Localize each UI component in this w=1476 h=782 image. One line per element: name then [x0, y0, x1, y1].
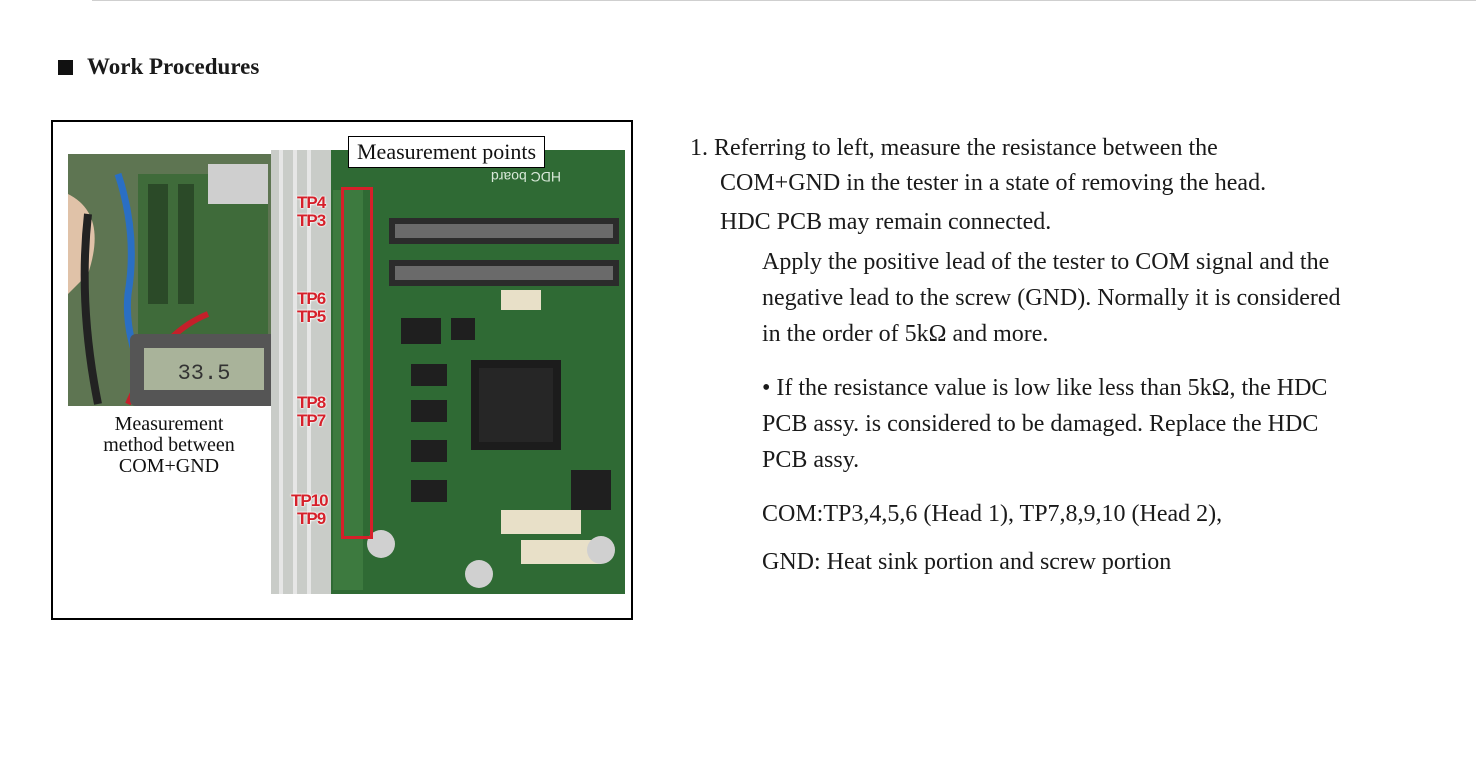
step-1-line: COM+GND in the tester in a state of remo… [720, 170, 1267, 196]
gnd-line: GND: Heat sink portion and screw portion [762, 549, 1172, 575]
test-point-highlight [341, 187, 373, 539]
tp-label: TP5 [297, 307, 326, 326]
caption-line: Measurement [114, 413, 224, 435]
section-title: Work Procedures [87, 54, 260, 79]
measurement-figure: 33.5 Measurement method between COM+GND … [51, 120, 633, 620]
step-1-line: 1. Referring to left, measure the resist… [690, 135, 1218, 161]
measurement-points-label: Measurement points [348, 136, 546, 168]
warning-line: PCB assy. is considered to be damaged. R… [762, 411, 1319, 437]
paragraph-line: in the order of 5kΩ and more. [762, 321, 1049, 347]
section-heading: Work Procedures [58, 54, 259, 80]
multimeter-photo: 33.5 [68, 154, 284, 406]
tp-label: TP7 [297, 411, 326, 430]
top-rule [92, 0, 1476, 1]
caption-line: method between [103, 434, 235, 456]
paragraph-line: negative lead to the screw (GND). Normal… [762, 285, 1341, 311]
photo-caption: Measurement method between COM+GND [67, 414, 271, 477]
black-square-icon [58, 59, 73, 75]
multimeter-reading: 33.5 [178, 361, 231, 386]
com-line: COM:TP3,4,5,6 (Head 1), TP7,8,9,10 (Head… [762, 501, 1223, 527]
tp-label: TP6 [297, 289, 326, 308]
board-silkscreen: HDC board [491, 169, 561, 185]
hdc-board-photo: HDC board [271, 150, 625, 594]
step-1-note: HDC PCB may remain connected. [720, 209, 1052, 235]
warning-line: • If the resistance value is low like le… [762, 375, 1328, 401]
warning-line: PCB assy. [762, 447, 860, 473]
tp-label: TP9 [297, 509, 326, 528]
tp-label: TP4 [297, 193, 326, 212]
caption-line: COM+GND [118, 455, 220, 477]
tp-label: TP3 [297, 211, 326, 230]
tp-label: TP8 [297, 393, 326, 412]
tp-label: TP10 [291, 491, 329, 510]
paragraph-line: Apply the positive lead of the tester to… [762, 249, 1330, 275]
